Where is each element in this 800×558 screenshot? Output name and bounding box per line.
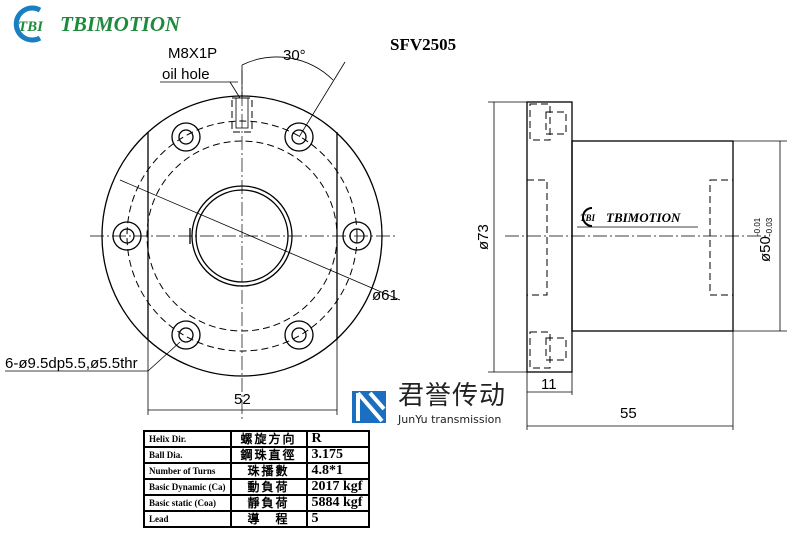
svg-text:TBIMOTION: TBIMOTION [606,210,681,225]
tap-note: oil hole [162,66,210,83]
angle-label: 30° [283,47,306,64]
side-view: TBI TBIMOTION ø73 ø50 -0.01 -0.03 11 55 [475,101,787,430]
watermark-cn: 君誉传动 [398,381,507,411]
bolt-circle-label: ø61 [372,287,398,304]
tap-label: M8X1P [168,45,217,62]
brand-name: TBIMOTION [60,12,181,36]
length-label: 55 [620,405,637,422]
junyu-logo-mark [352,391,386,423]
body-tol-lower: -0.03 [765,217,774,236]
svg-text:TBI: TBI [580,213,596,223]
body-tol-upper: -0.01 [753,217,762,236]
holes-label: 6-ø9.5dp5.5,ø5.5thr [5,355,138,372]
body-dia-label: ø50 [757,236,774,262]
flange-thickness-label: 11 [541,376,557,393]
flange-dia-label: ø73 [475,224,492,250]
front-view: M8X1P oil hole 30° ø61 6-ø9.5dp5.5,ø5.5t… [5,45,401,420]
flat-width-label: 52 [234,391,251,408]
tbi-mark: TBI [18,19,44,35]
watermark-en: JunYu transmission [398,413,502,426]
bolt-holes [112,122,372,350]
tbi-logo: TBI TBIMOTION [13,5,181,43]
body-logo: TBI TBIMOTION [577,207,698,228]
part-title: SFV2505 [390,35,456,54]
